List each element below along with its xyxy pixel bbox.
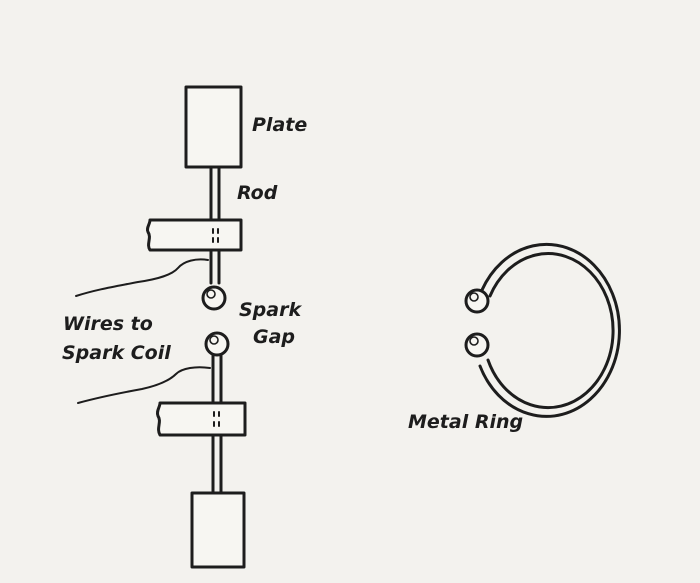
label-metal-ring: Metal Ring [408,411,524,433]
ring-upper-ball [464,288,490,314]
top-plate [184,85,243,169]
label-spark-gap-line1: Spark [239,299,302,321]
upper-wire [75,258,209,297]
upper-rod [209,165,221,285]
label-spark-gap-line2: Gap [253,326,296,348]
label-wires-line2: Spark Coil [62,342,171,364]
lower-spark-ball [204,331,230,357]
lower-rod [211,353,223,495]
label-wires-line1: Wires to [63,313,153,335]
upper-support-block [145,218,243,252]
lower-wire [77,366,211,404]
label-plate: Plate [252,114,308,136]
ring-lower-ball [464,332,490,358]
upper-spark-ball [201,285,227,311]
label-rod: Rod [237,182,278,204]
bottom-plate [190,491,246,569]
metal-ring [478,242,621,418]
lower-support-block [155,401,247,437]
